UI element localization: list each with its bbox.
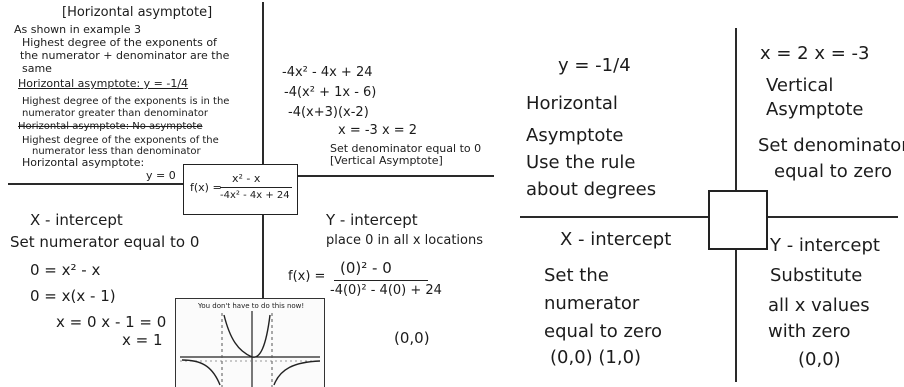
y-intercept-fx-label: f(x) = xyxy=(288,269,326,284)
q2-line-1: Vertical xyxy=(766,75,834,96)
q3-line-2: numerator xyxy=(544,293,640,314)
y-intercept-fraction-bar xyxy=(334,280,428,281)
fx-denominator: -4x² - 4x + 24 xyxy=(220,190,290,201)
function-box: f(x) = x² - x -4x² - 4x + 24 xyxy=(183,164,298,215)
center-box xyxy=(708,190,768,250)
q3-line-3: equal to zero xyxy=(544,321,662,342)
x-intercept-line-1: Set numerator equal to 0 xyxy=(10,233,200,251)
notes-line-1: As shown in example 3 xyxy=(14,23,142,36)
notes-line-4: same xyxy=(22,62,52,75)
vertical-divider-bottom xyxy=(262,214,264,298)
y-intercept-result: (0,0) xyxy=(394,329,430,347)
notes-line-6: Highest degree of the exponents is in th… xyxy=(22,96,230,107)
x-intercept-line-2: 0 = x² - x xyxy=(30,261,101,279)
factor-line-2: -4(x² + 1x - 6) xyxy=(284,85,377,100)
right-summary-panel: y = -1/4 Horizontal Asymptote Use the ru… xyxy=(512,0,904,387)
q2-line-3: Set denominator xyxy=(758,135,904,156)
q4-title: Y - intercept xyxy=(770,235,880,256)
y-intercept-numerator: (0)² - 0 xyxy=(340,259,392,277)
fx-label: f(x) = xyxy=(190,181,222,194)
x-intercept-title: X - intercept xyxy=(30,211,123,229)
x-intercept-line-3: 0 = x(x - 1) xyxy=(30,287,116,305)
q1-line-2: Asymptote xyxy=(526,125,624,146)
function-graph: You don't have to do this now! xyxy=(175,298,325,387)
factor-line-6: [Vertical Asymptote] xyxy=(330,154,443,167)
y-intercept-line-1: place 0 in all x locations xyxy=(326,233,483,248)
graph-caption: You don't have to do this now! xyxy=(198,302,305,310)
q1-line-3: Use the rule xyxy=(526,152,636,173)
fx-fraction-bar xyxy=(220,187,292,188)
notes-line-3: the numerator + denominator are the xyxy=(20,49,230,62)
factor-line-4: x = -3 x = 2 xyxy=(338,123,418,138)
fx-numerator: x² - x xyxy=(232,172,261,185)
x-intercept-line-5: x = 1 xyxy=(122,331,163,349)
x-intercept-line-4: x = 0 x - 1 = 0 xyxy=(56,313,167,331)
graph-plot xyxy=(180,311,321,387)
q4-line-2: all x values xyxy=(768,295,870,316)
factor-line-3: -4(x+3)(x-2) xyxy=(288,105,369,120)
notes-line-10: numerator less than denominator xyxy=(32,146,201,157)
q2-line-4: equal to zero xyxy=(774,161,892,182)
notes-line-2: Highest degree of the exponents of xyxy=(22,36,217,49)
q1-line-4: about degrees xyxy=(526,179,657,200)
horizontal-divider-right xyxy=(296,175,494,177)
q3-title: X - intercept xyxy=(560,229,672,250)
q2-line-2: Asymptote xyxy=(766,99,864,120)
q4-line-4: (0,0) xyxy=(798,349,841,370)
q1-line-1: Horizontal xyxy=(526,93,618,114)
q3-line-1: Set the xyxy=(544,265,609,286)
y-intercept-title: Y - intercept xyxy=(326,211,418,229)
q4-line-3: with zero xyxy=(768,321,851,342)
notes-line-5: Horizontal asymptote: y = -1/4 xyxy=(18,77,189,90)
vertical-divider-top xyxy=(262,2,264,164)
notes-line-9: Highest degree of the exponents of the xyxy=(22,135,219,146)
q3-line-4: (0,0) (1,0) xyxy=(550,347,642,368)
q1-equation: y = -1/4 xyxy=(558,55,631,76)
horizontal-asymptote-title: [Horizontal asymptote] xyxy=(62,5,213,20)
notes-line-7: numerator greater than denominator xyxy=(22,108,209,119)
q2-equation: x = 2 x = -3 xyxy=(760,43,870,64)
q4-line-1: Substitute xyxy=(770,265,863,286)
factor-line-5: Set denominator equal to 0 xyxy=(330,142,482,155)
notes-line-12: y = 0 xyxy=(146,169,176,182)
factor-line-1: -4x² - 4x + 24 xyxy=(282,65,373,80)
y-intercept-denominator: -4(0)² - 4(0) + 24 xyxy=(330,283,442,298)
left-worksheet-panel: [Horizontal asymptote] As shown in examp… xyxy=(8,2,494,387)
horizontal-divider xyxy=(8,183,184,185)
notes-line-11: Horizontal asymptote: xyxy=(22,156,145,169)
notes-line-8: Horizontal asymptote: No asymptote xyxy=(18,121,203,132)
